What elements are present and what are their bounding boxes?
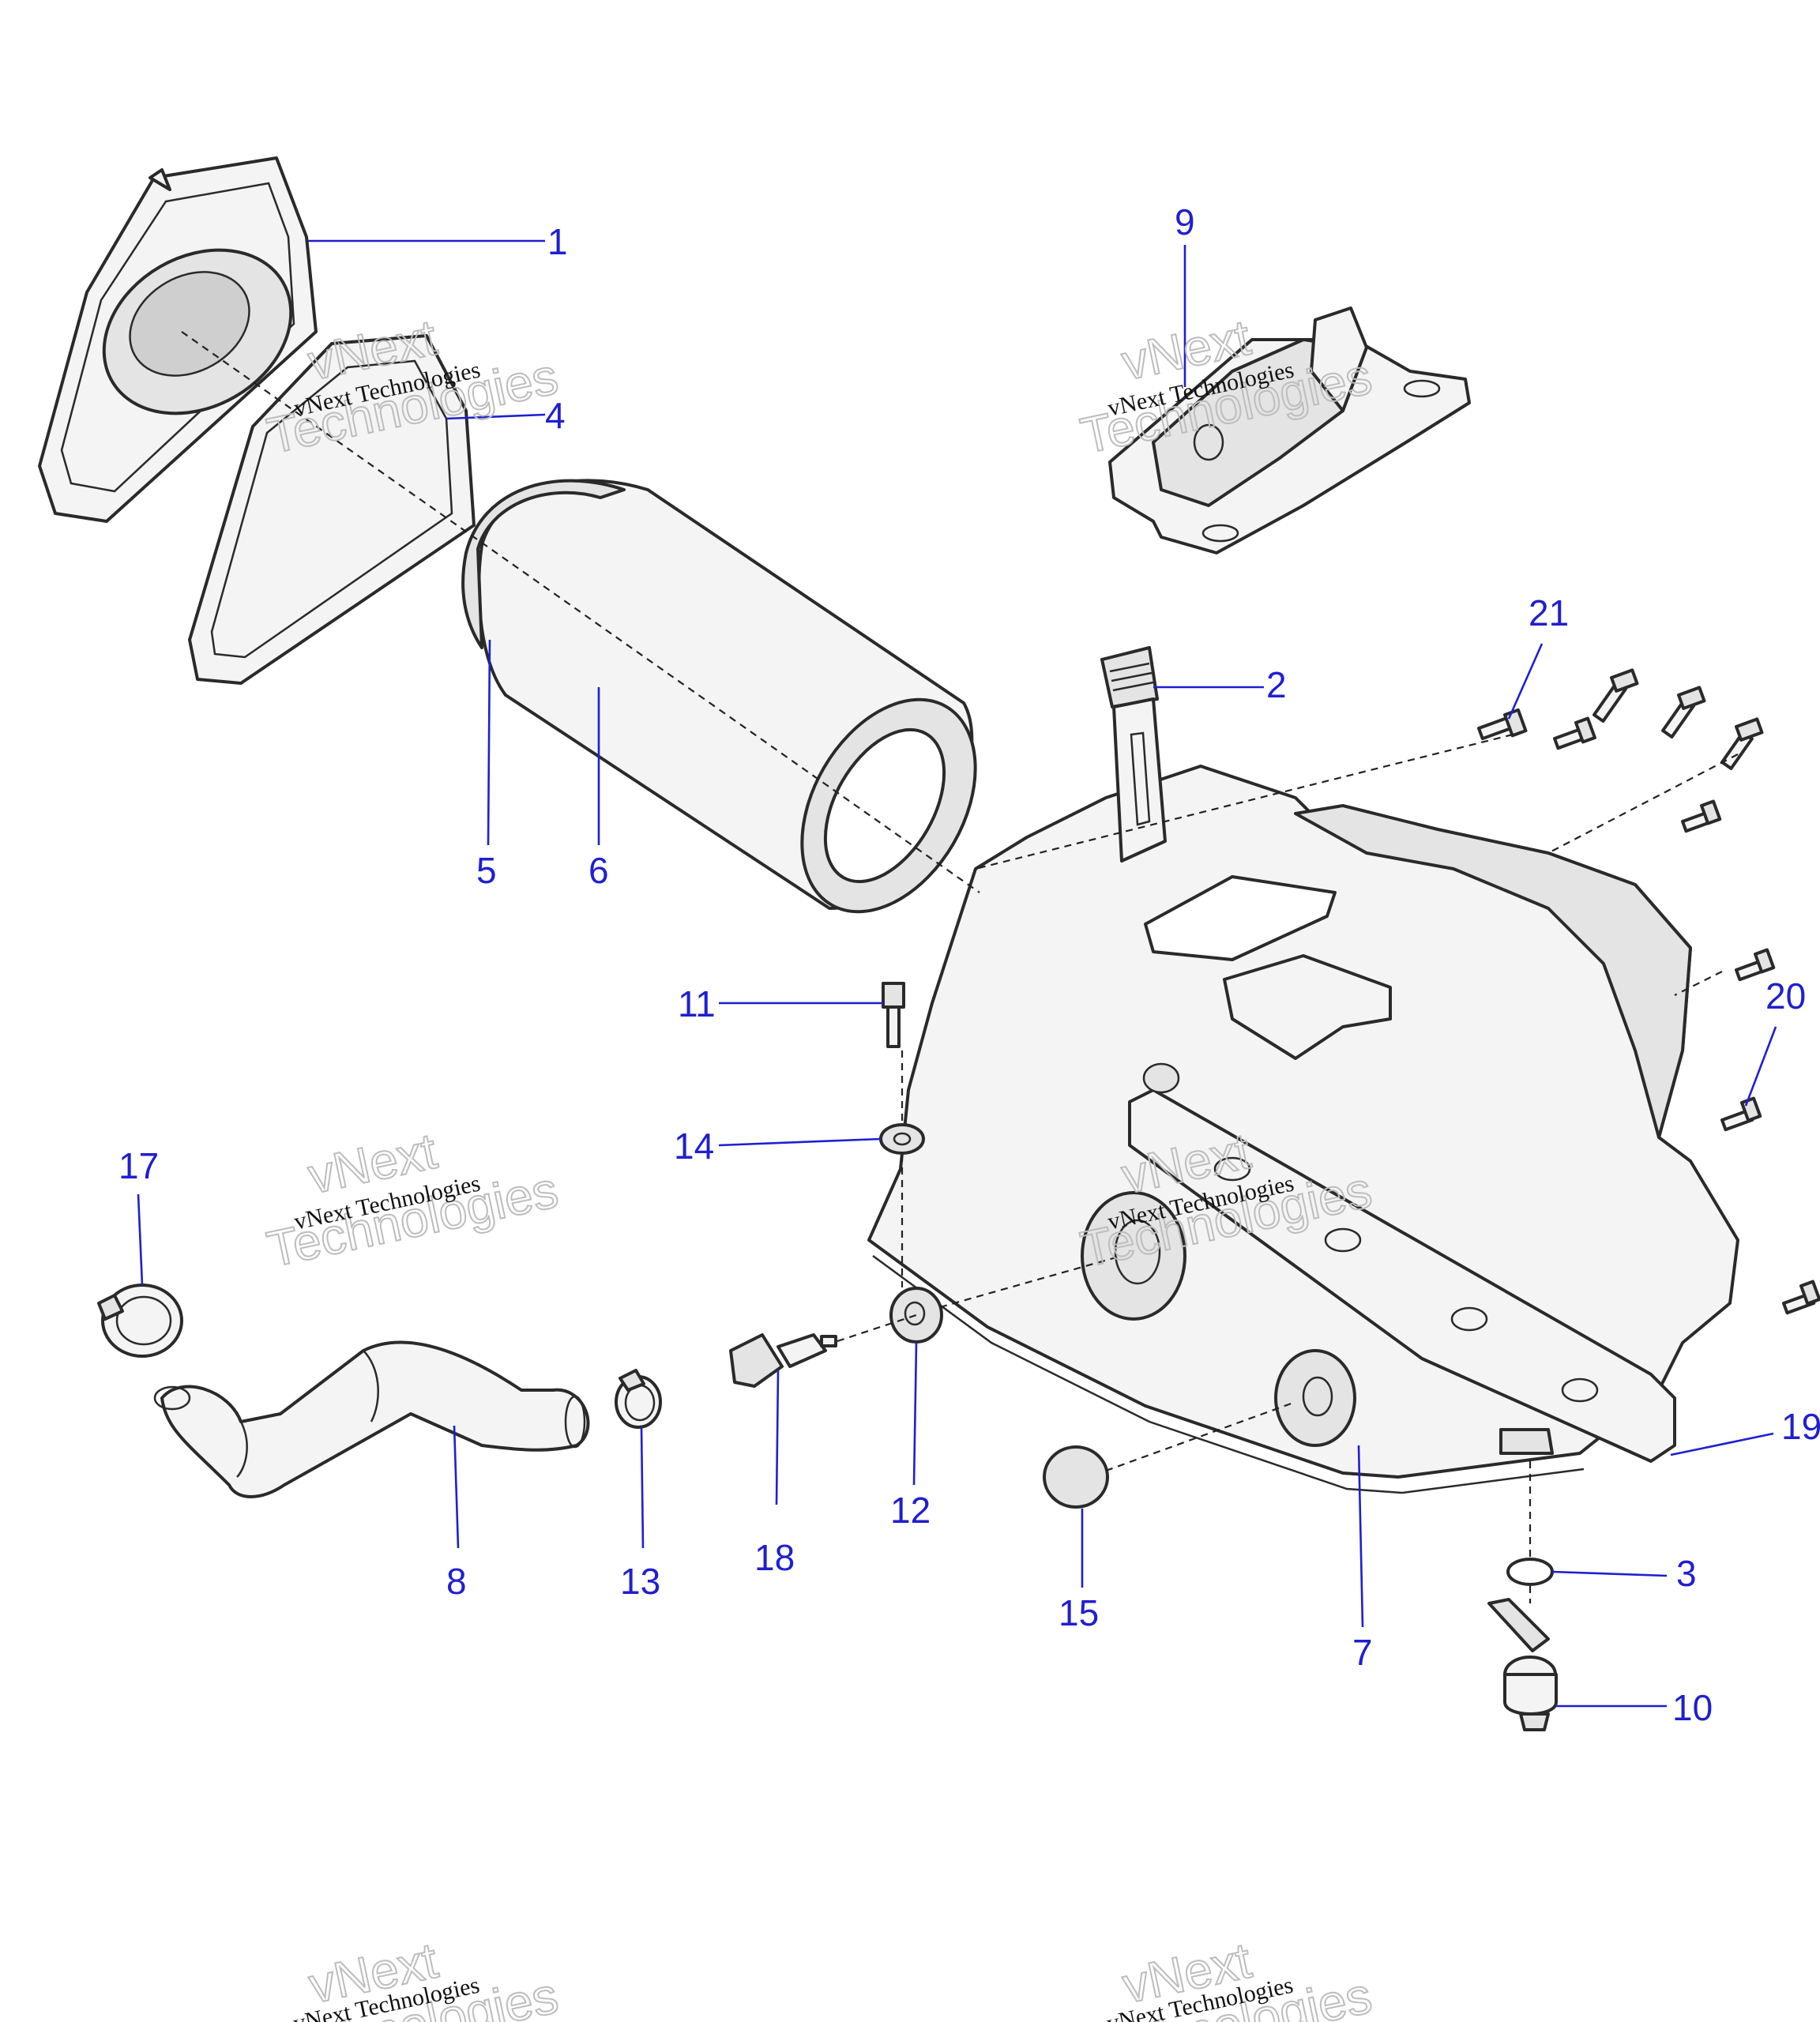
callout-13[interactable]: 13	[620, 1561, 660, 1602]
callout-12[interactable]: 12	[890, 1490, 931, 1531]
screw-21	[1477, 708, 1528, 741]
part-11-bolt	[882, 982, 905, 1048]
callout-15[interactable]: 15	[1059, 1592, 1099, 1633]
watermark-6: vNext Technologies vNext Technologies	[1075, 1931, 1377, 2022]
callout-9[interactable]: 9	[1175, 201, 1195, 242]
callout-6[interactable]: 6	[588, 850, 609, 891]
screw-c	[1661, 686, 1706, 739]
callout-3[interactable]: 3	[1676, 1553, 1697, 1594]
callout-14[interactable]: 14	[674, 1126, 714, 1167]
part-4-seal	[188, 334, 476, 685]
part-8-hose	[153, 1340, 590, 1498]
part-14-washer	[879, 1123, 925, 1155]
part-17-clamp	[97, 1283, 183, 1358]
watermark-3: vNext Technologies vNext Technologies	[261, 1122, 563, 1279]
callout-7[interactable]: 7	[1352, 1632, 1373, 1673]
screw-20	[1720, 1096, 1762, 1132]
callout-5[interactable]: 5	[476, 850, 497, 891]
callout-2[interactable]: 2	[1266, 664, 1287, 705]
callout-labels: 1 2 3 4 5 6 7 8 9 10 11 12 13 14 15 17 1…	[118, 201, 1820, 1728]
callout-8[interactable]: 8	[446, 1561, 467, 1602]
callout-18[interactable]: 18	[754, 1537, 795, 1578]
part-18-sensor	[729, 1333, 837, 1388]
part-10-drain-valve	[1487, 1598, 1558, 1731]
part-6-air-filter	[461, 479, 977, 914]
part-9-bracket	[1108, 306, 1471, 554]
part-12-grommet	[889, 1287, 943, 1344]
callout-11[interactable]: 11	[678, 983, 716, 1024]
callout-1[interactable]: 1	[547, 221, 568, 262]
screw-g	[1782, 1280, 1820, 1315]
callout-21[interactable]: 21	[1529, 592, 1569, 633]
screw-b	[1592, 668, 1639, 723]
watermark-4: vNext Technologies vNext Technologies	[1075, 1122, 1377, 1279]
callout-4[interactable]: 4	[545, 395, 566, 436]
screws	[1477, 668, 1820, 1315]
part-1-intake-frame	[38, 156, 318, 523]
callout-19[interactable]: 19	[1781, 1406, 1820, 1447]
callout-10[interactable]: 10	[1672, 1687, 1713, 1728]
watermark-5: vNext Technologies vNext Technologies	[261, 1931, 563, 2022]
callout-20[interactable]: 20	[1765, 975, 1806, 1017]
part-2-strap	[1100, 646, 1167, 863]
part-15-plug	[1043, 1445, 1109, 1509]
callout-17[interactable]: 17	[118, 1145, 159, 1186]
screw-e	[1681, 799, 1722, 833]
assembly-lines	[181, 331, 1739, 1603]
screw-d	[1720, 717, 1764, 771]
screw-a	[1553, 716, 1596, 750]
part-7-airbox	[867, 765, 1739, 1494]
screw-f	[1735, 948, 1776, 982]
part-3-oring	[1506, 1558, 1554, 1586]
part-13-clamp	[615, 1369, 662, 1429]
leader-lines	[137, 239, 1777, 1708]
